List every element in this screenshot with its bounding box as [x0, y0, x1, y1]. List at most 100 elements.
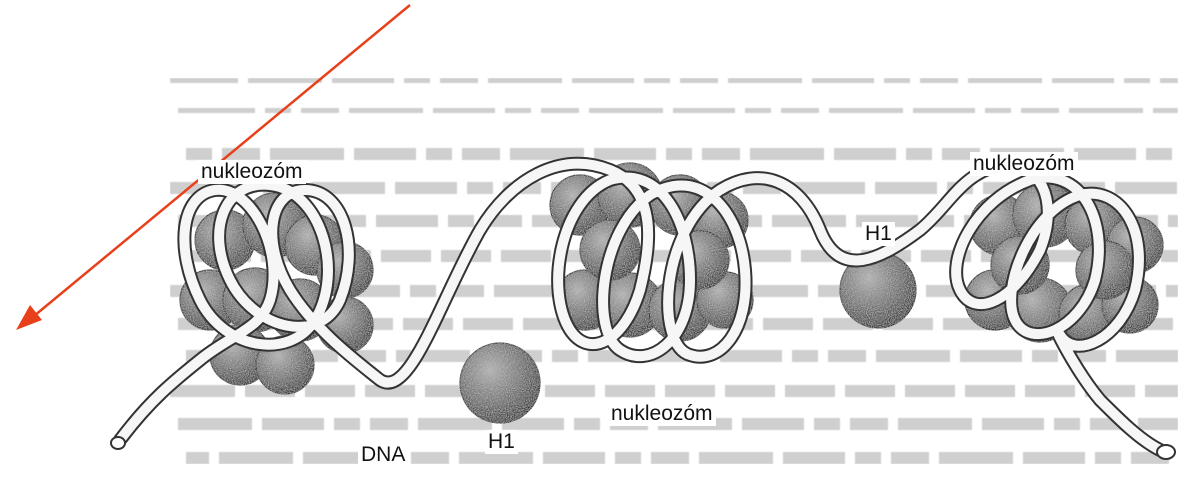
- dna-strand-end: [1157, 445, 1175, 459]
- background-text-word: [745, 108, 771, 113]
- background-text-word: [814, 418, 840, 430]
- background-text-word: [574, 418, 600, 430]
- background-text-word: [1032, 350, 1058, 362]
- background-text-word: [906, 148, 932, 160]
- background-text-word: [270, 148, 344, 160]
- background-text-word: [785, 385, 835, 397]
- dna-strand-start: [111, 437, 125, 449]
- background-text-word: [884, 78, 910, 83]
- background-text-word: [545, 385, 595, 397]
- label-nucleosome-left: nukleozóm: [198, 160, 306, 184]
- background-text-word: [376, 215, 438, 227]
- background-text-word: [463, 318, 513, 330]
- background-text-word: [985, 108, 1011, 113]
- background-text-word: [720, 350, 782, 362]
- background-text-word: [792, 350, 818, 362]
- background-text-word: [1161, 250, 1178, 262]
- background-text-word: [381, 250, 431, 262]
- background-text-word: [541, 108, 579, 113]
- background-text-word: [1168, 215, 1178, 227]
- background-text-word: [462, 148, 500, 160]
- background-text-word: [605, 385, 655, 397]
- background-text-word: [680, 78, 718, 83]
- background-text-word: [349, 108, 423, 113]
- background-text-word: [905, 385, 955, 397]
- background-text-word: [781, 108, 819, 113]
- background-text-word: [651, 452, 689, 464]
- background-text-word: [186, 148, 212, 160]
- background-text-word: [834, 148, 896, 160]
- background-text-word: [1052, 78, 1114, 83]
- background-text-word: [920, 78, 958, 83]
- background-text-word: [467, 182, 493, 194]
- background-text-word: [248, 78, 322, 83]
- background-text-word: [828, 350, 866, 362]
- background-text-word: [354, 148, 416, 160]
- background-text-word: [1025, 385, 1075, 397]
- h1-sphere-bottom: [460, 343, 540, 423]
- background-text-word: [370, 418, 408, 430]
- background-text-word: [594, 148, 656, 160]
- background-text-word: [170, 78, 238, 83]
- background-text-word: [410, 285, 436, 297]
- background-text-word: [965, 385, 1015, 397]
- background-text-word: [644, 78, 670, 83]
- background-text-word: [876, 350, 950, 362]
- background-text-word: [913, 108, 975, 113]
- background-text-word: [666, 148, 692, 160]
- background-text-word: [1124, 78, 1150, 83]
- background-text-word: [501, 250, 551, 262]
- background-text-word: [589, 108, 663, 113]
- label-h1-bottom: H1: [485, 430, 518, 454]
- background-text-word: [665, 385, 715, 397]
- background-text-word: [1145, 385, 1178, 397]
- background-text-word: [702, 148, 740, 160]
- background-text-word: [829, 108, 903, 113]
- background-text-word: [170, 385, 235, 397]
- background-text-word: [488, 78, 562, 83]
- background-text-word: [440, 78, 478, 83]
- background-text-word: [960, 350, 1022, 362]
- background-text-word: [178, 108, 255, 113]
- background-text-word: [1115, 182, 1177, 194]
- background-text-word: [222, 148, 260, 160]
- background-text-word: [418, 418, 492, 430]
- background-text-word: [699, 452, 773, 464]
- background-text-word: [178, 418, 252, 430]
- background-text-word: [305, 385, 355, 397]
- background-text-word: [898, 418, 972, 430]
- background-text-word: [750, 148, 824, 160]
- background-text-word: [673, 108, 735, 113]
- background-text-word: [262, 418, 324, 430]
- background-text-word: [812, 78, 874, 83]
- background-text-word: [1160, 78, 1178, 83]
- background-text-word: [334, 418, 360, 430]
- background-text-word: [301, 108, 339, 113]
- background-text-word: [426, 148, 452, 160]
- background-text-word: [552, 350, 578, 362]
- background-text-word: [186, 452, 209, 464]
- background-text-word: [845, 385, 895, 397]
- background-text-word: [763, 318, 813, 330]
- background-text-word: [411, 452, 449, 464]
- background-text-word: [1138, 418, 1178, 430]
- background-text-word: [850, 418, 888, 430]
- background-text-word: [572, 78, 634, 83]
- background-text-word: [725, 385, 775, 397]
- background-text-word: [875, 182, 937, 194]
- label-nucleosome-right: nukleozóm: [970, 152, 1078, 176]
- background-text-word: [1095, 452, 1121, 464]
- background-text-word: [982, 418, 1044, 430]
- background-text-word: [543, 452, 605, 464]
- background-text-word: [265, 108, 291, 113]
- label-dna: DNA: [358, 443, 408, 467]
- label-h1-free: H1: [862, 222, 895, 246]
- background-text-word: [968, 78, 1042, 83]
- background-text-word: [1153, 108, 1178, 113]
- background-text-word: [855, 452, 881, 464]
- background-text-word: [1074, 148, 1136, 160]
- label-nucleosome-middle: nukleozóm: [608, 402, 716, 426]
- background-text-word: [433, 108, 495, 113]
- background-text-word: [891, 452, 929, 464]
